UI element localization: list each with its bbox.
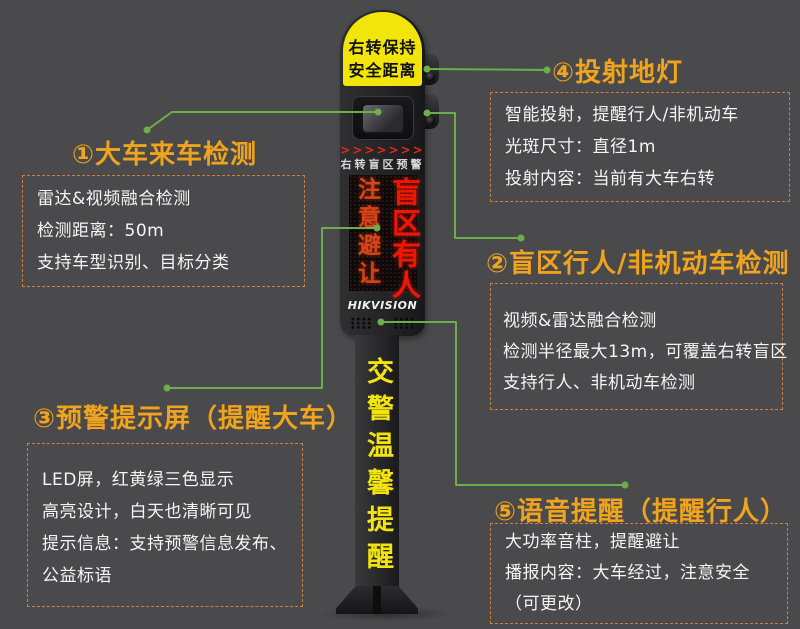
note-1-title: ①大车来车检测 xyxy=(72,140,258,170)
note-3-box: LED屏，红黄绿三色显示 高亮设计，白天也清晰可见 提示信息：支持预警信息发布、… xyxy=(27,443,303,607)
note-3-line-2: 高亮设计，白天也清晰可见 xyxy=(42,502,252,522)
led-warning-screen: 注意避让 盲区有人 xyxy=(348,175,422,301)
note-1-line-2: 检测距离：50m xyxy=(37,221,165,241)
note-4-line-3: 投射内容：当前有大车右转 xyxy=(505,169,715,189)
note-2-line-3: 支持行人、非机动车检测 xyxy=(503,373,696,393)
sign-line-1: 右转保持 xyxy=(348,38,417,57)
note-2-line-1: 视频&雷达融合检测 xyxy=(503,311,657,331)
note-1-box: 雷达&视频融合检测 检测距离：50m 支持车型识别、目标分类 xyxy=(22,175,305,287)
led-left-text: 注意避让 xyxy=(353,177,380,289)
brand-logo: HIKVISION xyxy=(347,299,418,312)
blindzone-warning-label: 右转盲区预警 xyxy=(340,158,425,171)
note-4-box: 智能投射，提醒行人/非机动车 光斑尺寸：直径1m 投射内容：当前有大车右转 xyxy=(490,92,790,202)
note-3-line-1: LED屏，红黄绿三色显示 xyxy=(42,470,235,490)
camera-lens-icon xyxy=(360,102,405,134)
note-2-title: ②盲区行人/非机动车检测 xyxy=(486,249,790,279)
pole-column: 交警温馨提醒 xyxy=(355,335,399,588)
note-3-line-3: 提示信息：支持预警信息发布、公益标语 xyxy=(42,534,287,586)
note-5-box: 大功率音柱，提醒避让 播报内容：大车经过，注意安全（可更改） xyxy=(490,523,788,624)
note-4-title: ④投射地灯 xyxy=(552,58,684,88)
pole-base xyxy=(336,586,418,614)
speaker-grille xyxy=(340,317,425,329)
note-3-title: ③预警提示屏（提醒大车） xyxy=(33,404,354,434)
note-4-line-1: 智能投射，提醒行人/非机动车 xyxy=(505,105,739,125)
note-1-line-1: 雷达&视频融合检测 xyxy=(37,189,191,209)
connector-line-4 xyxy=(426,68,548,71)
speaker-dots-right xyxy=(393,317,415,329)
note-2-line-2: 检测半径最大13m，可覆盖右转盲区 xyxy=(503,342,788,362)
note-2-box: 视频&雷达融合检测 检测半径最大13m，可覆盖右转盲区 支持行人、非机动车检测 xyxy=(490,283,788,410)
detection-camera-window xyxy=(351,96,414,140)
sign-line-2: 安全距离 xyxy=(348,61,417,80)
note-5-line-1: 大功率音柱，提醒避让 xyxy=(505,532,680,552)
note-5-title: ⑤语音提醒（提醒行人） xyxy=(494,497,788,527)
note-1-line-3: 支持车型识别、目标分类 xyxy=(37,253,230,273)
warning-pole-head: 右转保持 安全距离 >>>>>>> 右转盲区预警 注意避让 盲区有人 HIKVI… xyxy=(340,10,425,336)
note-4-line-2: 光斑尺寸：直径1m xyxy=(505,137,656,157)
pole-vertical-text: 交警温馨提醒 xyxy=(362,357,393,579)
speaker-dots-left xyxy=(350,317,372,329)
keep-distance-sign: 右转保持 安全距离 xyxy=(343,12,422,86)
led-right-text: 盲区有人 xyxy=(387,177,422,301)
note-5-line-2: 播报内容：大车经过，注意安全（可更改） xyxy=(505,563,750,614)
arrow-marquee: >>>>>>> xyxy=(340,143,425,157)
